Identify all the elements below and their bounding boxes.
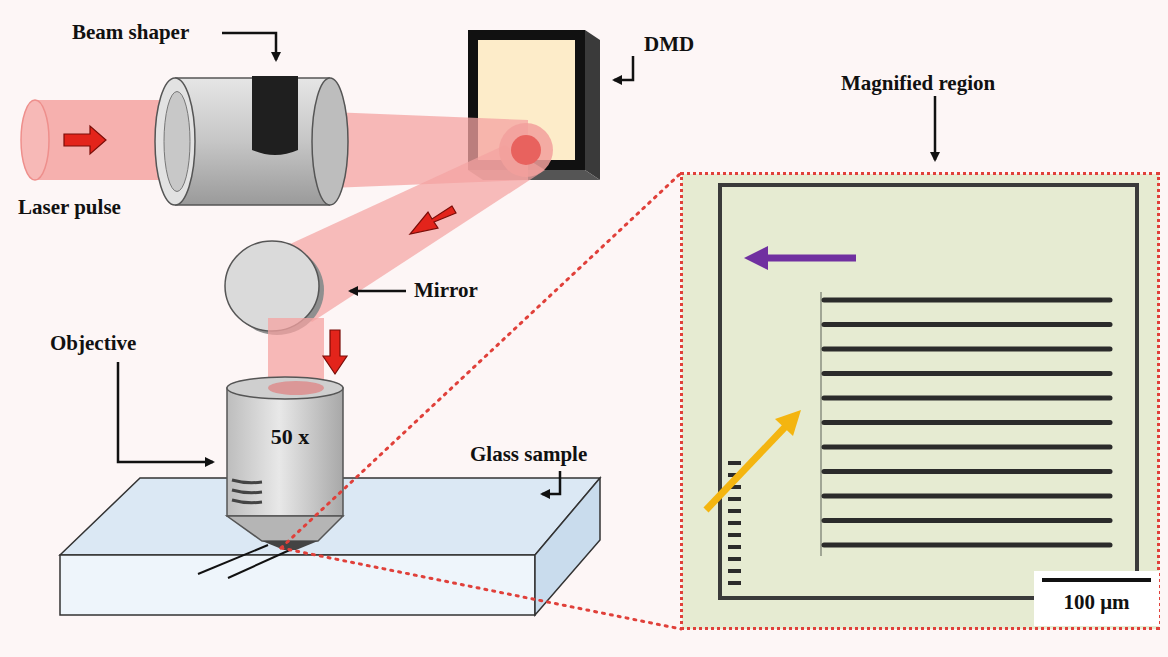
- leader-line: [222, 33, 276, 60]
- leader-line: [934, 96, 937, 160]
- drawing-line: [198, 545, 268, 574]
- drawing-polygon: [535, 478, 600, 615]
- drawing-line: [824, 494, 1110, 499]
- part-label: DMD: [644, 33, 694, 56]
- drawing-line: [728, 509, 741, 513]
- part-label: Beam shaper: [72, 21, 189, 44]
- red-arrow: [410, 206, 456, 234]
- objective-body: 50 x: [213, 385, 345, 545]
- drawing-line: [824, 371, 1110, 376]
- leader-line: [350, 290, 406, 293]
- leader-line: [542, 471, 560, 494]
- drawing-line: [820, 292, 822, 556]
- drawing-line: [728, 521, 741, 525]
- part-label: Objective: [50, 332, 136, 355]
- magnified-region: Magnified region100 μm: [680, 172, 1160, 630]
- drawing-line: [824, 322, 1110, 327]
- zoom-connector: [281, 173, 681, 548]
- drawing-line: [728, 461, 741, 465]
- drawing-line: [824, 420, 1110, 425]
- drawing-line: [824, 469, 1110, 474]
- drawing-rect: [720, 185, 1137, 598]
- drawing-circle: [511, 135, 541, 165]
- drawing-line: [824, 518, 1110, 523]
- objective-lens: [227, 377, 343, 550]
- drawing-ellipse: [227, 377, 343, 399]
- drawing-line: [706, 426, 786, 510]
- red-arrow: [64, 126, 106, 154]
- drawing-polygon: [775, 410, 801, 436]
- drawing-path: [232, 490, 262, 493]
- drawing-line: [824, 396, 1110, 401]
- magnification-label: 50 x: [213, 385, 345, 449]
- part-label: Glass sample: [470, 443, 587, 466]
- drawing-line: [728, 497, 741, 501]
- region-heading: Magnified region: [841, 72, 995, 95]
- drawing-polygon: [585, 30, 600, 180]
- drawing-ellipse: [312, 78, 348, 205]
- red-arrow: [323, 330, 347, 374]
- drawing-line: [824, 298, 1110, 303]
- scale-label: 100 μm: [1034, 571, 1159, 614]
- scale-bar: 100 μm: [1034, 571, 1159, 626]
- leader-line: [118, 362, 213, 462]
- drawing-line: [228, 549, 292, 578]
- zoom-connector: [281, 548, 681, 629]
- drawing-ellipse: [225, 241, 319, 331]
- drawing-path: [252, 76, 298, 155]
- drawing-line: [824, 445, 1110, 450]
- drawing-line: [175, 204, 330, 206]
- drawing-ellipse: [268, 381, 324, 395]
- drawing-line: [728, 545, 741, 549]
- drawing-line: [728, 533, 741, 537]
- drawing-rect: [227, 388, 343, 516]
- drawing-g: [824, 300, 1110, 545]
- drawing-polygon: [744, 246, 768, 270]
- drawing-line: [728, 581, 741, 585]
- part-label: Mirror: [414, 279, 478, 302]
- scale-bar-line: [1042, 578, 1151, 582]
- leader-line: [614, 56, 633, 80]
- drawing-ellipse: [164, 92, 190, 192]
- beam-shaper: [155, 76, 348, 205]
- drawing-circle: [499, 123, 553, 177]
- drawing-polygon: [227, 516, 343, 541]
- drawing-rect: [682, 174, 1159, 629]
- drawing-path: [232, 480, 262, 483]
- drawing-line: [765, 255, 856, 262]
- micrograph: [682, 174, 1159, 629]
- drawing-line: [728, 569, 741, 573]
- drawing-ellipse: [155, 78, 195, 205]
- drawing-line: [824, 543, 1110, 548]
- drawing-ellipse: [21, 100, 49, 180]
- drawing-line: [824, 347, 1110, 352]
- drawing-path: [232, 500, 262, 503]
- part-label: Laser pulse: [18, 196, 121, 219]
- drawing-line: [728, 557, 741, 561]
